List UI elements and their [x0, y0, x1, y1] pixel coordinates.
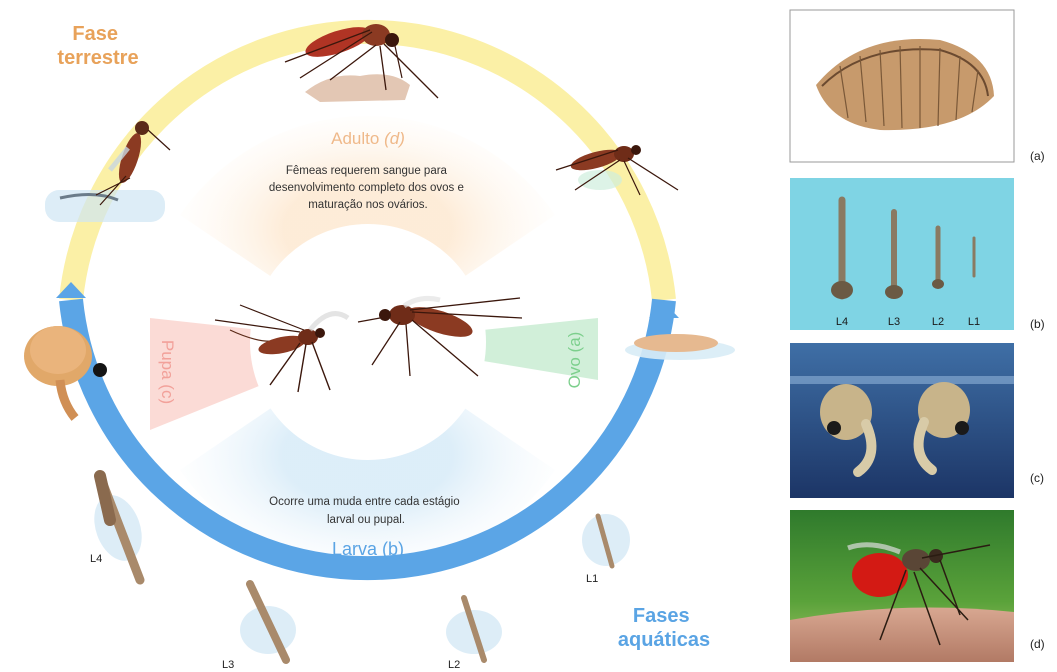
ring-label-l3: L3 — [222, 659, 234, 671]
panel-c-label: (c) — [1030, 471, 1044, 485]
egg-stage-label: Ovo (a) — [565, 332, 584, 389]
panel-b-larvae-photo: L4 L3 L2 L1 — [790, 178, 1014, 330]
larva-l1 — [582, 514, 630, 566]
panel-d-adult-photo — [790, 510, 1014, 662]
panel-a-egg-raft-photo — [790, 10, 1014, 162]
larva-l2 — [446, 598, 502, 660]
terrestrial-phase-title: Fase terrestre — [57, 23, 138, 69]
panel-a-label: (a) — [1030, 149, 1045, 163]
adult-stage-heading: Adulto (d) — [331, 129, 405, 148]
panel-d-label: (d) — [1030, 637, 1045, 651]
ring-label-l4: L4 — [90, 553, 102, 565]
panel-b-instar-l3: L3 — [888, 316, 900, 328]
pupa-stage-label: Pupa (c) — [158, 340, 177, 404]
panel-b-instar-l2: L2 — [932, 316, 944, 328]
ring-label-l2: L2 — [448, 659, 460, 671]
panel-b-label: (b) — [1030, 317, 1045, 331]
panel-b-instar-l1: L1 — [968, 316, 980, 328]
larva-stage-heading: Larva (b) — [332, 539, 404, 559]
panel-c-pupae-photo — [790, 343, 1014, 498]
ring-egg-raft — [625, 334, 735, 360]
aquatic-phase-title: Fases aquáticas — [618, 605, 710, 651]
larva-l3 — [240, 584, 296, 660]
ring-label-l1: L1 — [586, 573, 598, 585]
panel-b-instar-l4: L4 — [836, 316, 848, 328]
